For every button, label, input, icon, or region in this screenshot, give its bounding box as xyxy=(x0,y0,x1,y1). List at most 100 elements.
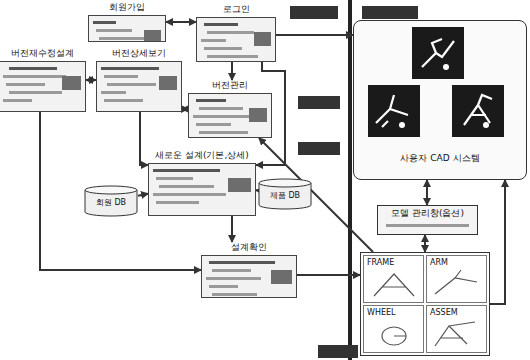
screen-line xyxy=(93,21,116,24)
screen-line xyxy=(101,67,159,70)
part-cell: FRAME xyxy=(363,255,424,303)
database-label: 회원 DB xyxy=(84,185,138,208)
screen-mockup xyxy=(0,61,86,112)
box-title: 모델 관리창(옵션) xyxy=(378,206,477,219)
part-cell: WHEEL xyxy=(363,305,424,353)
screen-panel xyxy=(228,178,251,192)
part-name: FRAME xyxy=(367,257,394,268)
screen-line xyxy=(9,67,57,70)
screen-line xyxy=(96,29,132,32)
dark-tag xyxy=(290,6,338,19)
screen-line xyxy=(104,99,143,102)
dark-tag xyxy=(318,345,358,358)
part-cell: ASSEM xyxy=(426,305,487,353)
screen-line xyxy=(209,261,275,264)
screen-line xyxy=(153,193,226,196)
screen-line xyxy=(101,91,126,94)
confirm-screen: 설계확인 xyxy=(201,242,297,298)
screen-panel xyxy=(254,32,271,46)
screen-panel xyxy=(144,30,161,42)
screen-line xyxy=(204,47,242,50)
screen-line xyxy=(199,131,248,134)
database-cylinder: 제품 DB xyxy=(258,178,312,210)
option-box: 모델 관리창(옵션) xyxy=(377,205,478,235)
screen-line xyxy=(104,75,138,78)
screen-line xyxy=(99,37,148,40)
flow-arrow xyxy=(276,34,353,36)
screen-mockup xyxy=(196,17,276,62)
flow-arrow xyxy=(256,189,258,191)
screen-line xyxy=(3,99,32,102)
screen-title: 새로운 설계(기본,상세) xyxy=(148,150,256,161)
screen-line xyxy=(204,23,238,26)
screen-line xyxy=(196,123,231,126)
login-screen: 로그인 xyxy=(196,4,276,62)
dark-tag xyxy=(298,142,340,155)
screen-title: 버전관리 xyxy=(188,80,272,91)
part-name: WHEEL xyxy=(367,307,396,318)
parts-panel: FRAME ARM WHEEL ASSEM xyxy=(360,252,490,356)
dark-tag xyxy=(298,96,340,109)
cad-panel: 사용자 CAD 시스템 xyxy=(353,20,527,180)
detail-screen: 버전상세보기 xyxy=(96,48,182,112)
flow-arrow xyxy=(426,180,428,205)
screen-mockup xyxy=(88,15,166,42)
flow-arrow xyxy=(424,235,426,252)
version-screen: 버전관리 xyxy=(188,80,272,138)
screen-line xyxy=(156,201,199,204)
cad-icon xyxy=(412,27,464,79)
screen-panel xyxy=(271,270,292,284)
screen-line xyxy=(107,83,156,86)
part-name: ASSEM xyxy=(430,307,458,318)
screen-line xyxy=(156,177,193,180)
flow-arrow xyxy=(231,62,233,80)
flow-arrow xyxy=(138,194,148,196)
cad-icons xyxy=(354,21,522,146)
screen-line xyxy=(196,99,226,102)
screen-mockup xyxy=(188,93,272,138)
divider-line xyxy=(348,0,352,360)
screen-line xyxy=(207,55,258,58)
flow-arrow xyxy=(140,112,148,165)
dark-tag xyxy=(362,6,418,19)
screen-line xyxy=(212,269,251,272)
part-name: ARM xyxy=(430,257,448,268)
screen-mockup xyxy=(148,163,256,216)
database-label: 제품 DB xyxy=(258,178,312,201)
panel-title: 사용자 CAD 시스템 xyxy=(354,153,526,164)
screen-line xyxy=(6,83,45,86)
screen-line xyxy=(201,39,226,42)
screen-line xyxy=(199,107,243,110)
screen-title: 버전재수정설계 xyxy=(0,48,86,59)
flow-arrow xyxy=(297,274,360,276)
screen-line xyxy=(153,169,220,172)
screen-panel xyxy=(159,76,177,90)
flow-arrow xyxy=(490,180,505,304)
screen-title: 설계확인 xyxy=(201,242,297,253)
screen-title: 회원가입 xyxy=(88,2,166,13)
edit-screen: 버전재수정설계 xyxy=(0,48,86,112)
part-cell: ARM xyxy=(426,255,487,303)
screen-line xyxy=(159,185,214,188)
screen-line xyxy=(3,75,66,78)
screen-line xyxy=(212,293,257,296)
screen-title: 로그인 xyxy=(196,4,276,15)
screen-mockup xyxy=(96,61,182,112)
signup-screen: 회원가입 xyxy=(88,2,166,42)
screen-title: 버전상세보기 xyxy=(96,48,182,59)
cad-icon xyxy=(368,85,420,137)
database-cylinder: 회원 DB xyxy=(84,185,138,217)
flow-arrow xyxy=(166,21,196,23)
screen-mockup xyxy=(201,255,297,298)
screen-line xyxy=(206,277,261,280)
screen-line xyxy=(9,91,62,94)
screen-panel xyxy=(62,76,81,90)
cad-icon xyxy=(452,85,504,137)
form-line xyxy=(386,224,469,227)
screen-line xyxy=(207,31,254,34)
flow-arrow xyxy=(231,216,233,242)
screen-line xyxy=(193,115,251,118)
flow-arrow xyxy=(86,79,96,81)
screen-panel xyxy=(249,108,267,122)
